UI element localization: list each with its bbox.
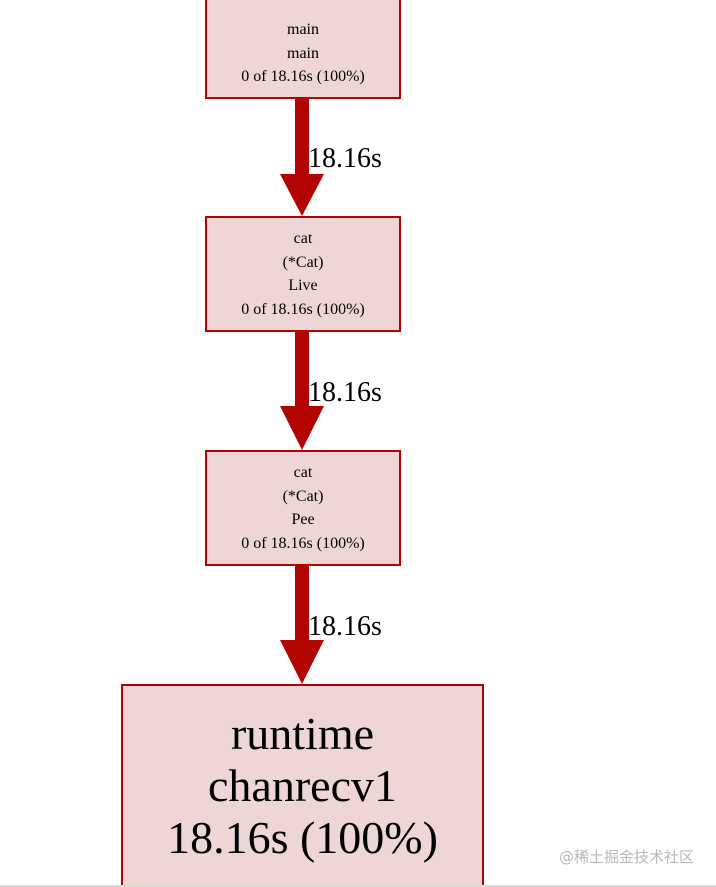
node-label-line: main [287,44,319,62]
node-main-main[interactable]: main main 0 of 18.16s (100%) [205,0,401,99]
edge-label: 18.16s [308,143,382,174]
edge-shaft [295,565,309,645]
watermark: @稀土掘金技术社区 [558,848,694,866]
edge-label: 18.16s [308,611,382,642]
node-label-line: cat [293,464,313,481]
node-label-line: main [287,21,319,39]
node-time-label: 0 of 18.16s (100%) [241,68,365,86]
page-bottom-divider [0,885,716,887]
edge-main-to-live [280,98,324,216]
node-cat-pee[interactable]: cat (*Cat) Pee 0 of 18.16s (100%) [205,450,401,566]
node-label-line: cat [293,230,313,247]
node-label-line: (*Cat) [282,487,324,505]
node-label-line: runtime [230,708,375,759]
node-time-label: 0 of 18.16s (100%) [241,300,365,318]
node-runtime-chanrecv1[interactable]: runtime chanrecv1 18.16s (100%) [121,684,484,887]
edge-shaft [295,331,309,411]
edge-pee-to-chanrecv1 [280,565,324,684]
node-label-line: (*Cat) [282,253,324,271]
edge-arrowhead [280,406,324,450]
edge-label: 18.16s [308,377,382,408]
node-time-label: 18.16s (100%) [167,812,438,863]
edge-live-to-pee [280,331,324,450]
edge-arrowhead [280,640,324,684]
node-time-label: 0 of 18.16s (100%) [241,534,365,552]
node-label-line: chanrecv1 [208,760,397,811]
node-cat-live[interactable]: cat (*Cat) Live 0 of 18.16s (100%) [205,216,401,332]
edge-shaft [295,98,309,178]
node-label-line: Live [288,277,318,294]
edge-arrowhead [280,174,324,216]
node-label-line: Pee [291,511,315,528]
